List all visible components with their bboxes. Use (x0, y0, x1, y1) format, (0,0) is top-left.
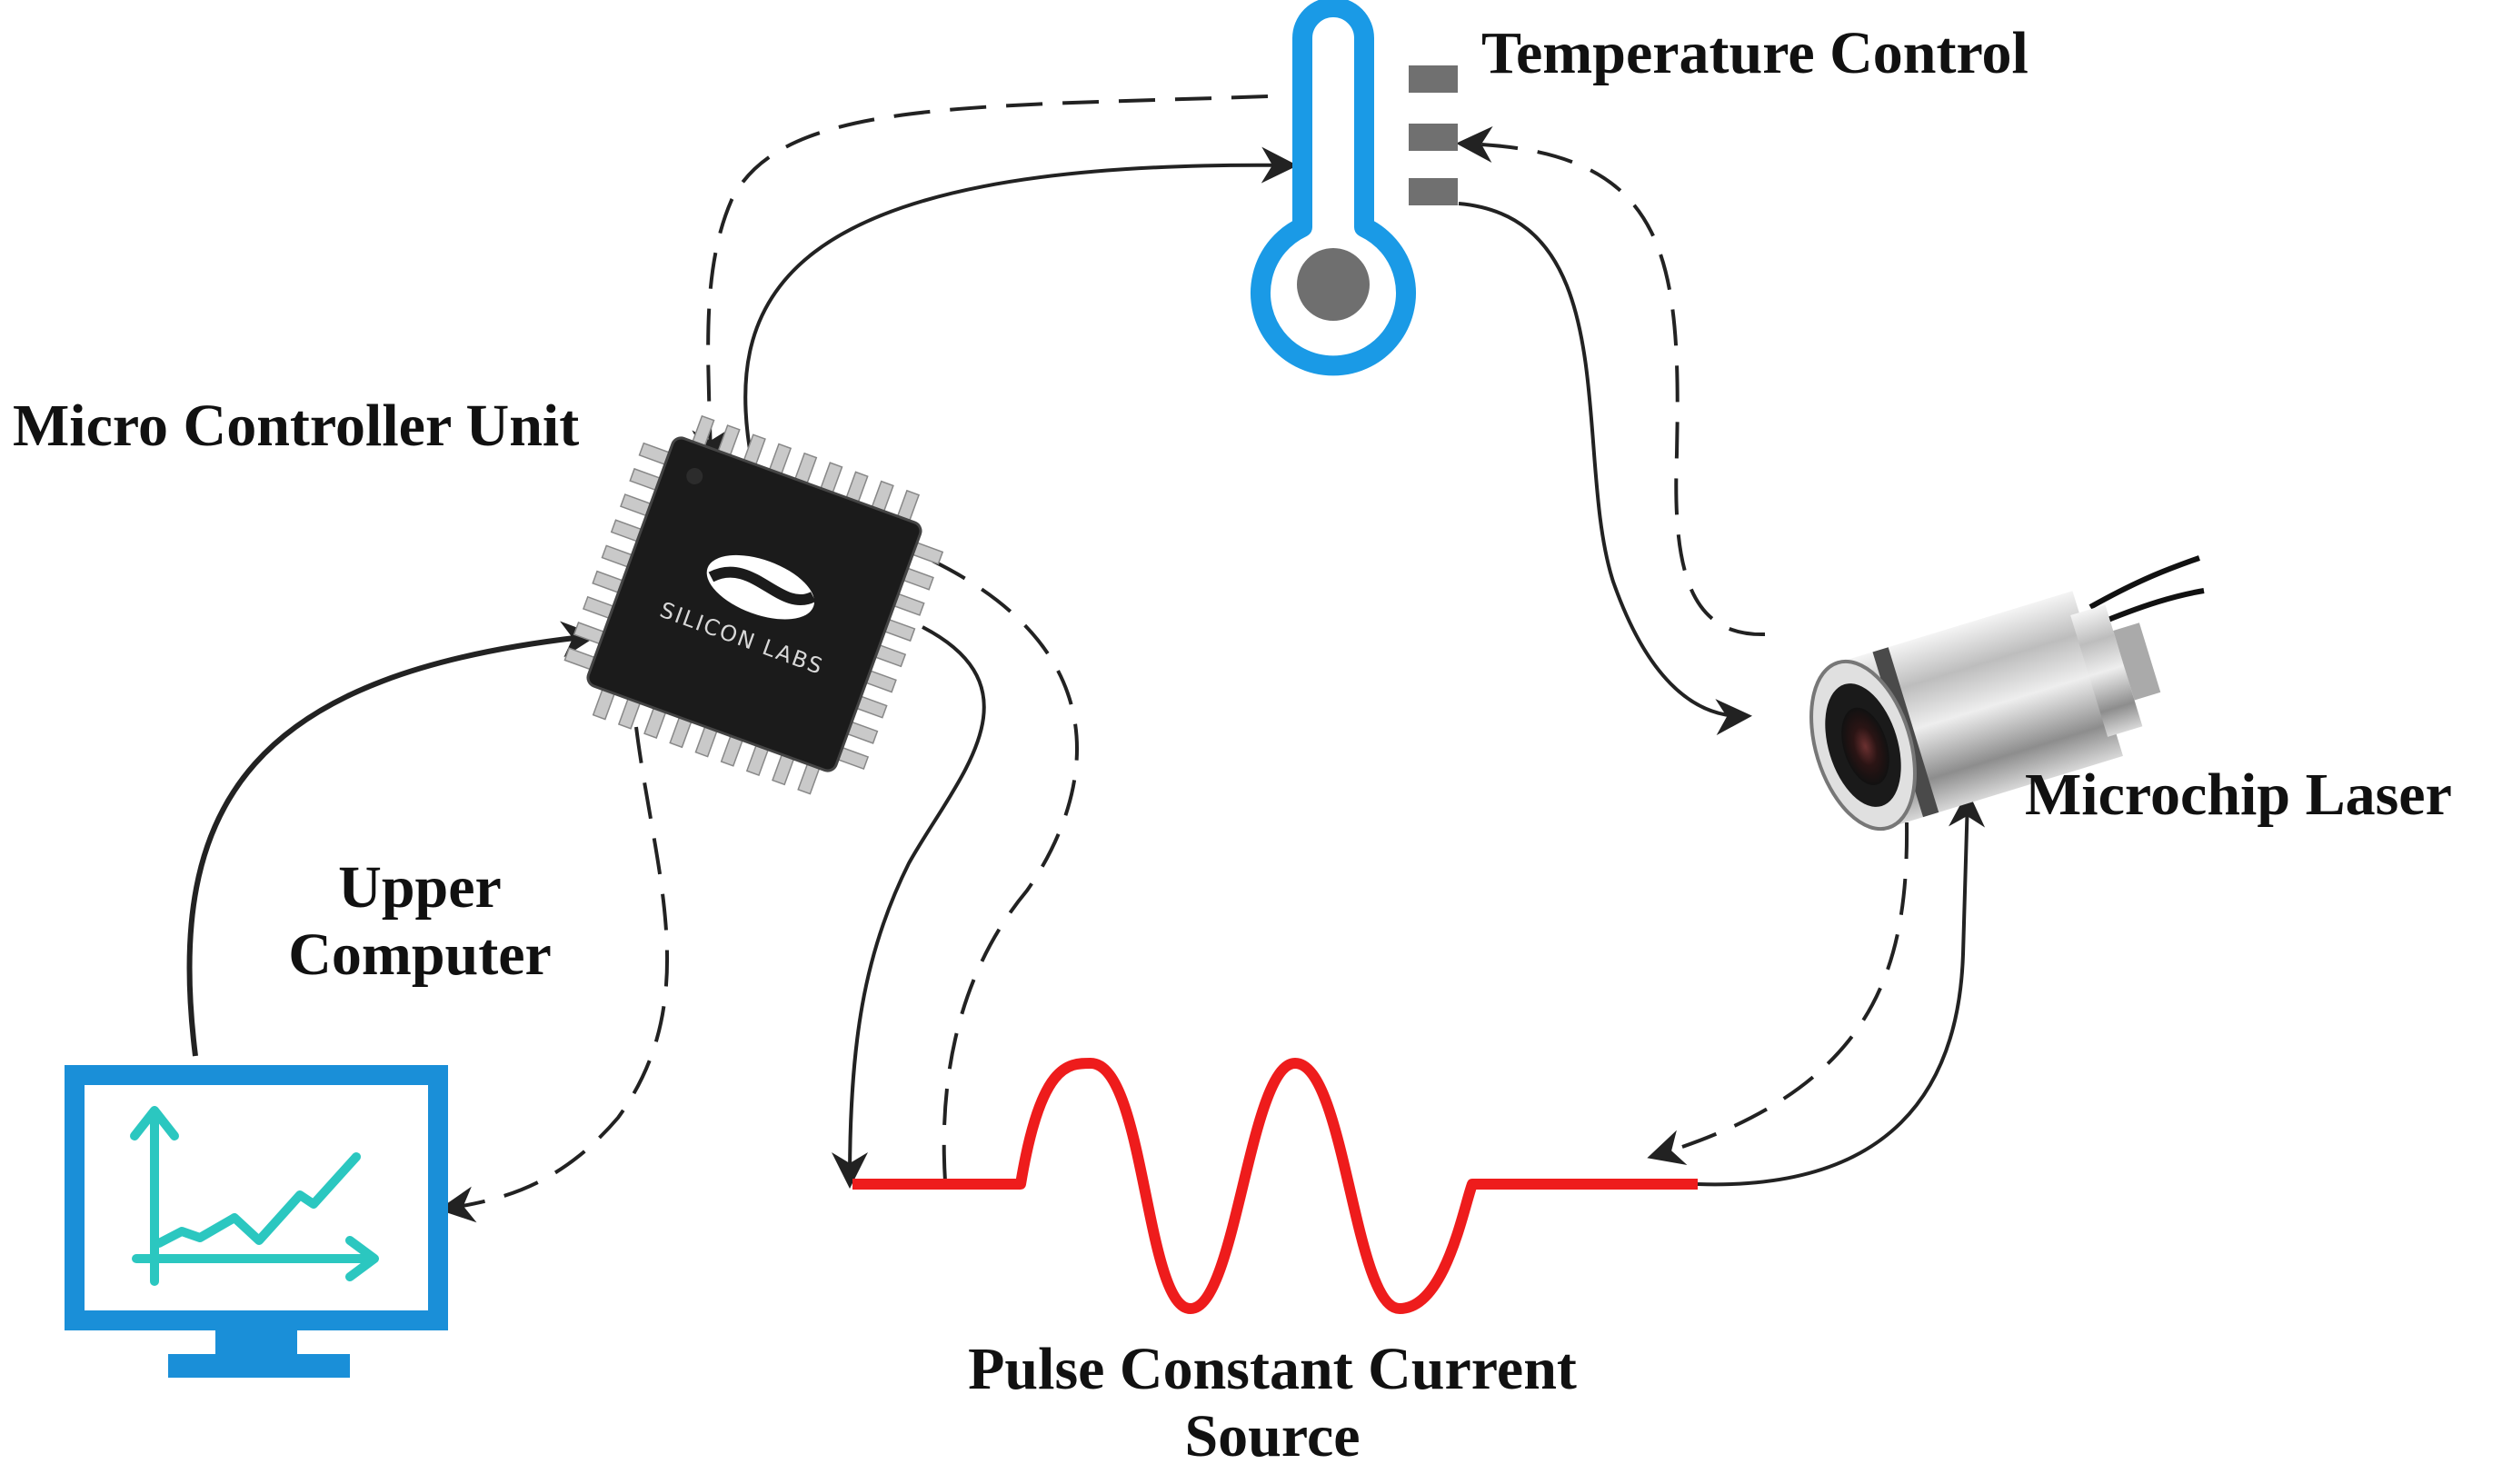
microchip-laser-label: Microchip Laser (2025, 762, 2452, 828)
upper-computer-label-line1: Upper (338, 854, 502, 921)
upper-computer-label: Upper Computer (284, 854, 556, 989)
pulse-source-label-line1: Pulse Constant Current (968, 1336, 1577, 1402)
monitor-chart-icon (65, 1065, 448, 1378)
sine-wave-icon (852, 1058, 1698, 1314)
arrow-pulse-to-mcu (879, 533, 1079, 1182)
arrow-thermometer-to-mcu (692, 95, 1269, 466)
arrow-mcu-to-thermometer (743, 146, 1298, 475)
arrow-mcu-to-pulse (832, 625, 986, 1189)
arrow-laser-to-pulse (1647, 822, 1909, 1165)
upper-computer-label-line2: Computer (288, 921, 552, 988)
arrow-mcu-to-computer (438, 726, 669, 1223)
arrow-pulse-to-laser (1697, 791, 1986, 1187)
temperature-control-label: Temperature Control (1481, 20, 2029, 86)
arrow-computer-to-mcu (186, 621, 598, 1057)
pulse-source-label: Pulse Constant Current Source (891, 1336, 1654, 1470)
thermometer-icon (1251, 0, 1458, 376)
mcu-label: Micro Controller Unit (13, 393, 580, 459)
connectors (186, 95, 1986, 1223)
microcontroller-chip-icon: SILICON LABS (563, 414, 944, 795)
arrow-laser-to-thermometer (1456, 126, 1766, 637)
pulse-source-label-line2: Source (1184, 1402, 1361, 1469)
arrow-thermometer-to-laser (1458, 202, 1752, 736)
laser-cylinder-icon (1809, 555, 2205, 832)
